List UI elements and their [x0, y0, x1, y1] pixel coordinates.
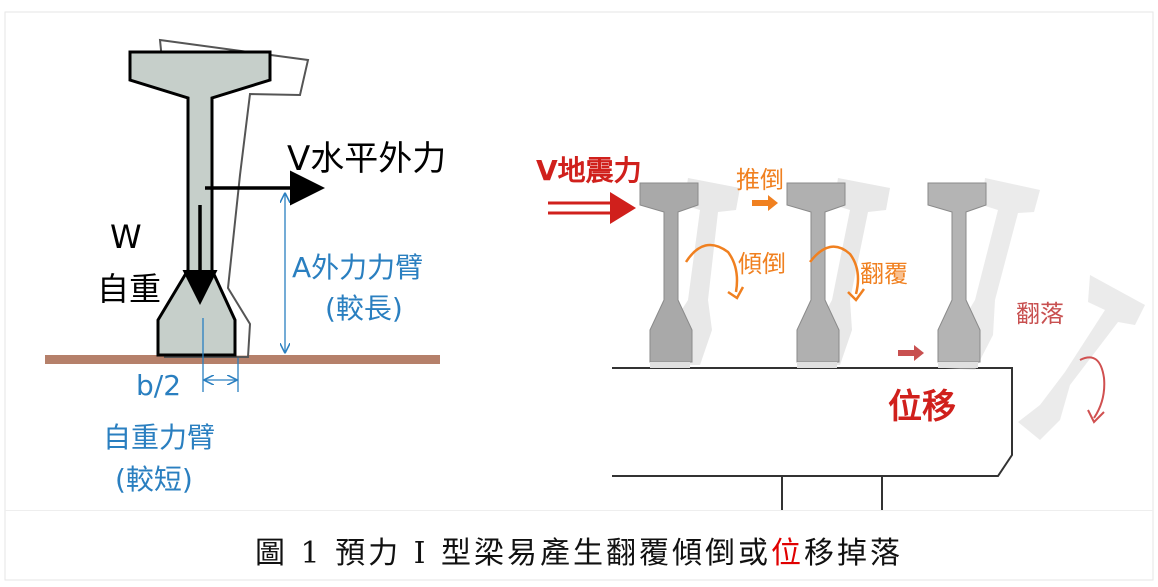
half-width-label: b/2 — [136, 369, 181, 402]
figure-border — [4, 11, 1154, 581]
right-seismic-diagram: V地震力 推倒 傾倒 翻覆 翻落 位移 — [536, 154, 1145, 510]
fall-curl-arrow — [1079, 356, 1106, 419]
external-force-arm-label: A外力力臂 — [292, 251, 423, 284]
caption-prefix: 圖 1 預力 I 型梁易產生翻覆傾倒或 — [254, 536, 772, 571]
external-force-arm-note: (較長) — [325, 292, 403, 325]
w-label: W — [110, 218, 142, 256]
self-weight-label: 自重 — [97, 270, 161, 308]
upright-i-beam — [128, 50, 272, 357]
beam-2 — [786, 182, 846, 363]
push-label: 推倒 — [736, 166, 784, 194]
ground-slab — [45, 355, 440, 364]
bridge-pier-cap — [612, 367, 1013, 477]
push-arrow — [752, 195, 778, 211]
caption-suffix: 移掉落 — [804, 536, 904, 571]
seismic-force-arrow — [610, 192, 636, 224]
self-weight-arm-label: 自重力臂 — [103, 421, 215, 454]
overturn-curl-arrow — [809, 245, 860, 295]
fall-label: 翻落 — [1016, 300, 1064, 328]
overturn-label: 翻覆 — [860, 260, 908, 288]
displacement-arrow — [898, 345, 924, 361]
beam-3 — [927, 182, 987, 363]
seismic-force-label: V地震力 — [536, 154, 642, 187]
self-weight-arm-note: (較短) — [115, 463, 193, 496]
caption-highlight: 位 — [771, 536, 805, 571]
displacement-label: 位移 — [888, 387, 956, 427]
left-beam-diagram: V水平外力 W 自重 A外力力臂 (較長) b/2 自重力臂 (較短) — [45, 38, 446, 496]
figure-caption: 圖 1 預力 I 型梁易產生翻覆傾倒或位移掉落 — [0, 528, 1158, 572]
tilt-curl-arrow — [684, 243, 739, 293]
beam-1 — [639, 182, 699, 363]
horizontal-force-label: V水平外力 — [287, 139, 446, 179]
tilt-label: 傾倒 — [738, 250, 786, 278]
falling-beam-ghost — [1018, 275, 1145, 440]
